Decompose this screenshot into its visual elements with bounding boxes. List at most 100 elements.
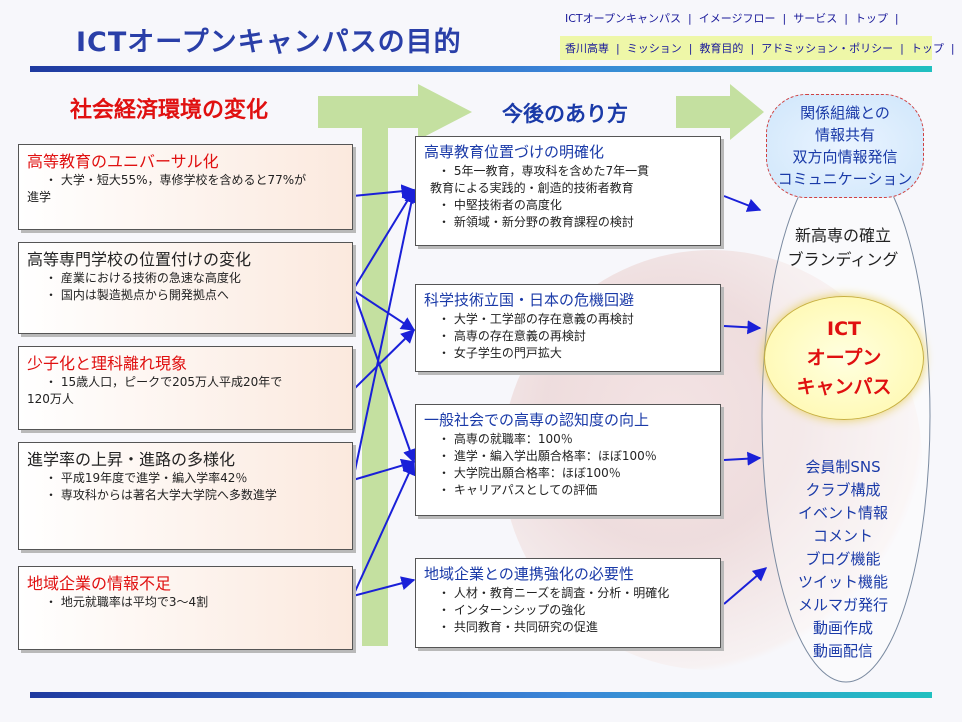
left-box-title: 進学率の上昇・進路の多様化 bbox=[27, 450, 236, 469]
mid-box-item: ・ 新領域・新分野の教育課程の検討 bbox=[438, 215, 634, 229]
feature-item: イベント情報 bbox=[797, 504, 888, 522]
feature-item: 会員制SNS bbox=[805, 458, 881, 476]
bottom-divider bbox=[30, 692, 932, 698]
mid-box-item: ・ 大学院出願合格率：ほぼ100％ bbox=[438, 466, 621, 480]
left-box-item: 120万人 bbox=[27, 392, 74, 406]
mid-box-science: 科学技術立国・日本の危機回避 ・ 大学・工学部の存在意義の再検討 ・ 高専の存在… bbox=[415, 284, 721, 372]
nav-separator: | bbox=[900, 41, 904, 55]
nav-bottom-kagawa[interactable]: 香川高専 bbox=[565, 42, 609, 55]
connector-line bbox=[352, 289, 417, 464]
connector-line bbox=[352, 329, 415, 391]
mid-box-title: 一般社会での高専の認知度の向上 bbox=[424, 411, 650, 429]
nav-separator: | bbox=[616, 41, 620, 55]
mid-box-item: ・ 中堅技術者の高度化 bbox=[438, 198, 562, 212]
mid-box-title: 科学技術立国・日本の危機回避 bbox=[424, 291, 635, 309]
connector-line bbox=[352, 188, 419, 481]
info-sharing-line: 双方向情報発信 bbox=[792, 148, 898, 166]
left-box-advancement: 進学率の上昇・進路の多様化 ・ 平成19年度で進学・編入学率42％ ・ 専攻科か… bbox=[18, 442, 353, 550]
mid-box-title: 高専教育位置づけの明確化 bbox=[424, 143, 605, 161]
connector-line bbox=[723, 451, 762, 466]
mid-box-item: ・ キャリアパスとしての評価 bbox=[438, 483, 598, 497]
left-box-item: 進学 bbox=[27, 190, 52, 204]
left-box-item: ・ 地元就職率は平均で3～4割 bbox=[45, 595, 209, 609]
connector-line bbox=[352, 460, 416, 597]
feature-item: コメント bbox=[812, 527, 873, 545]
mid-box-positioning: 高専教育位置づけの明確化 ・ 5年一教育，専攻科を含めた7年一貫 教育による実践… bbox=[415, 136, 721, 246]
left-box-item: ・ 専攻科からは著名大学大学院へ多数進学 bbox=[45, 488, 277, 502]
feature-item: 動画配信 bbox=[812, 642, 873, 660]
branding-line: 新高専の確立 bbox=[794, 226, 891, 245]
mid-box-item: ・ 人材・教育ニーズを調査・分析・明確化 bbox=[438, 586, 670, 600]
branding-text: 新高専の確立 ブランディング bbox=[768, 224, 918, 272]
left-box-universal: 高等教育のユニバーサル化 ・ 大学・短大55%，専修学校を含めると77%が 進学 bbox=[18, 144, 353, 230]
mid-box-item: ・ 女子学生の門戸拡大 bbox=[438, 346, 562, 360]
mid-box-item: ・ インターンシップの強化 bbox=[438, 603, 586, 617]
nav-top-imageflow[interactable]: イメージフロー bbox=[698, 12, 776, 25]
nav-bottom-mission[interactable]: ミッション bbox=[626, 42, 682, 55]
nav-separator: | bbox=[844, 11, 848, 25]
nav-bottom-purpose[interactable]: 教育目的 bbox=[699, 42, 744, 55]
left-box-local-info: 地域企業の情報不足 ・ 地元就職率は平均で3～4割 bbox=[18, 566, 353, 650]
connector-line bbox=[723, 195, 762, 212]
page-title: ICTオープンキャンパスの目的 bbox=[76, 27, 462, 58]
nav-separator: | bbox=[950, 41, 955, 55]
left-box-positioning: 高等専門学校の位置付けの変化 ・ 産業における技術の急速な高度化 ・ 国内は製造… bbox=[18, 242, 353, 334]
nav-separator: | bbox=[894, 11, 899, 25]
left-box-item: ・ 15歳人口，ピークで205万人平成20年で bbox=[45, 375, 283, 389]
left-box-item: ・ 産業における技術の急速な高度化 bbox=[45, 271, 241, 285]
ict-open-campus-circle: ICT オープン キャンパス bbox=[764, 296, 924, 420]
nav-bar-bottom: 香川高専 | ミッション | 教育目的 | アドミッション・ポリシー | トップ… bbox=[560, 36, 955, 60]
nav-separator: | bbox=[688, 41, 693, 55]
nav-separator: | bbox=[687, 11, 692, 25]
feature-item: ブログ機能 bbox=[805, 550, 881, 568]
green-arrow-left bbox=[318, 84, 472, 140]
mid-box-item: ・ 共同教育・共同研究の促進 bbox=[438, 620, 598, 634]
mid-box-recognition: 一般社会での高専の認知度の向上 ・ 高専の就職率：100％ ・ 進学・編入学出願… bbox=[415, 404, 721, 516]
left-box-birthrate: 少子化と理科離れ現象 ・ 15歳人口，ピークで205万人平成20年で 120万人 bbox=[18, 346, 353, 430]
info-sharing-line: 情報共有 bbox=[814, 126, 875, 144]
nav-bar-top: ICTオープンキャンパス | イメージフロー | サービス | トップ | bbox=[560, 6, 932, 30]
left-box-item: ・ 平成19年度で進学・編入学率42％ bbox=[45, 471, 248, 485]
info-sharing-line: コミュニケーション bbox=[777, 170, 913, 188]
top-divider bbox=[30, 66, 932, 72]
ict-circle-line: キャンパス bbox=[796, 375, 892, 398]
nav-separator: | bbox=[750, 41, 755, 55]
connector-line bbox=[723, 567, 768, 605]
green-arrow-right bbox=[676, 84, 764, 140]
connector-line bbox=[352, 188, 415, 291]
nav-separator: | bbox=[782, 11, 787, 25]
connector-line bbox=[352, 289, 416, 331]
nav-bottom-admission[interactable]: アドミッション・ポリシー bbox=[761, 42, 894, 55]
heading-social-change: 社会経済環境の変化 bbox=[70, 98, 269, 123]
feature-item: ツイット機能 bbox=[797, 573, 888, 591]
mid-box-local-cooperation: 地域企業との連携強化の必要性 ・ 人材・教育ニーズを調査・分析・明確化 ・ イン… bbox=[415, 558, 721, 648]
ict-circle-line: オープン bbox=[806, 346, 882, 369]
nav-top-service[interactable]: サービス bbox=[793, 12, 838, 25]
mid-box-item: ・ 高専の存在意義の再検討 bbox=[438, 329, 586, 343]
ict-circle-line: ICT bbox=[827, 317, 861, 340]
left-box-title: 高等専門学校の位置付けの変化 bbox=[27, 250, 252, 269]
left-box-title: 地域企業の情報不足 bbox=[27, 574, 172, 593]
nav-top-home[interactable]: トップ bbox=[854, 12, 888, 25]
left-box-item: ・ 大学・短大55%，専修学校を含めると77%が bbox=[45, 173, 307, 187]
mid-box-item: 教育による実践的・創造的技術者教育 bbox=[430, 181, 634, 195]
branding-line: ブランディング bbox=[787, 250, 899, 269]
feature-item: メルマガ発行 bbox=[797, 596, 888, 614]
connector-line bbox=[723, 320, 762, 335]
mid-box-item: ・ 高専の就職率：100％ bbox=[438, 432, 573, 446]
heading-future: 今後のあり方 bbox=[502, 102, 628, 126]
feature-item: 動画作成 bbox=[812, 619, 873, 637]
mid-box-item: ・ 進学・編入学出願合格率：ほぼ100％ bbox=[438, 449, 657, 463]
mid-box-title: 地域企業との連携強化の必要性 bbox=[424, 565, 634, 583]
feature-item: クラブ構成 bbox=[805, 481, 881, 499]
info-sharing-bubble: 関係組織との 情報共有 双方向情報発信 コミュニケーション bbox=[766, 94, 924, 198]
left-box-item: ・ 国内は製造拠点から開発拠点へ bbox=[45, 288, 229, 302]
left-box-title: 高等教育のユニバーサル化 bbox=[27, 152, 219, 171]
nav-top-ict[interactable]: ICTオープンキャンパス bbox=[565, 12, 681, 25]
left-box-title: 少子化と理科離れ現象 bbox=[27, 354, 188, 373]
feature-list: 会員制SNS クラブ構成 イベント情報 コメント ブログ機能 ツイット機能 メル… bbox=[768, 456, 918, 663]
info-sharing-line: 関係組織との bbox=[800, 104, 890, 122]
mid-box-item: ・ 大学・工学部の存在意義の再検討 bbox=[438, 312, 634, 326]
nav-bottom-home[interactable]: トップ bbox=[910, 42, 944, 55]
mid-box-item: ・ 5年一教育，専攻科を含めた7年一貫 bbox=[438, 164, 650, 178]
